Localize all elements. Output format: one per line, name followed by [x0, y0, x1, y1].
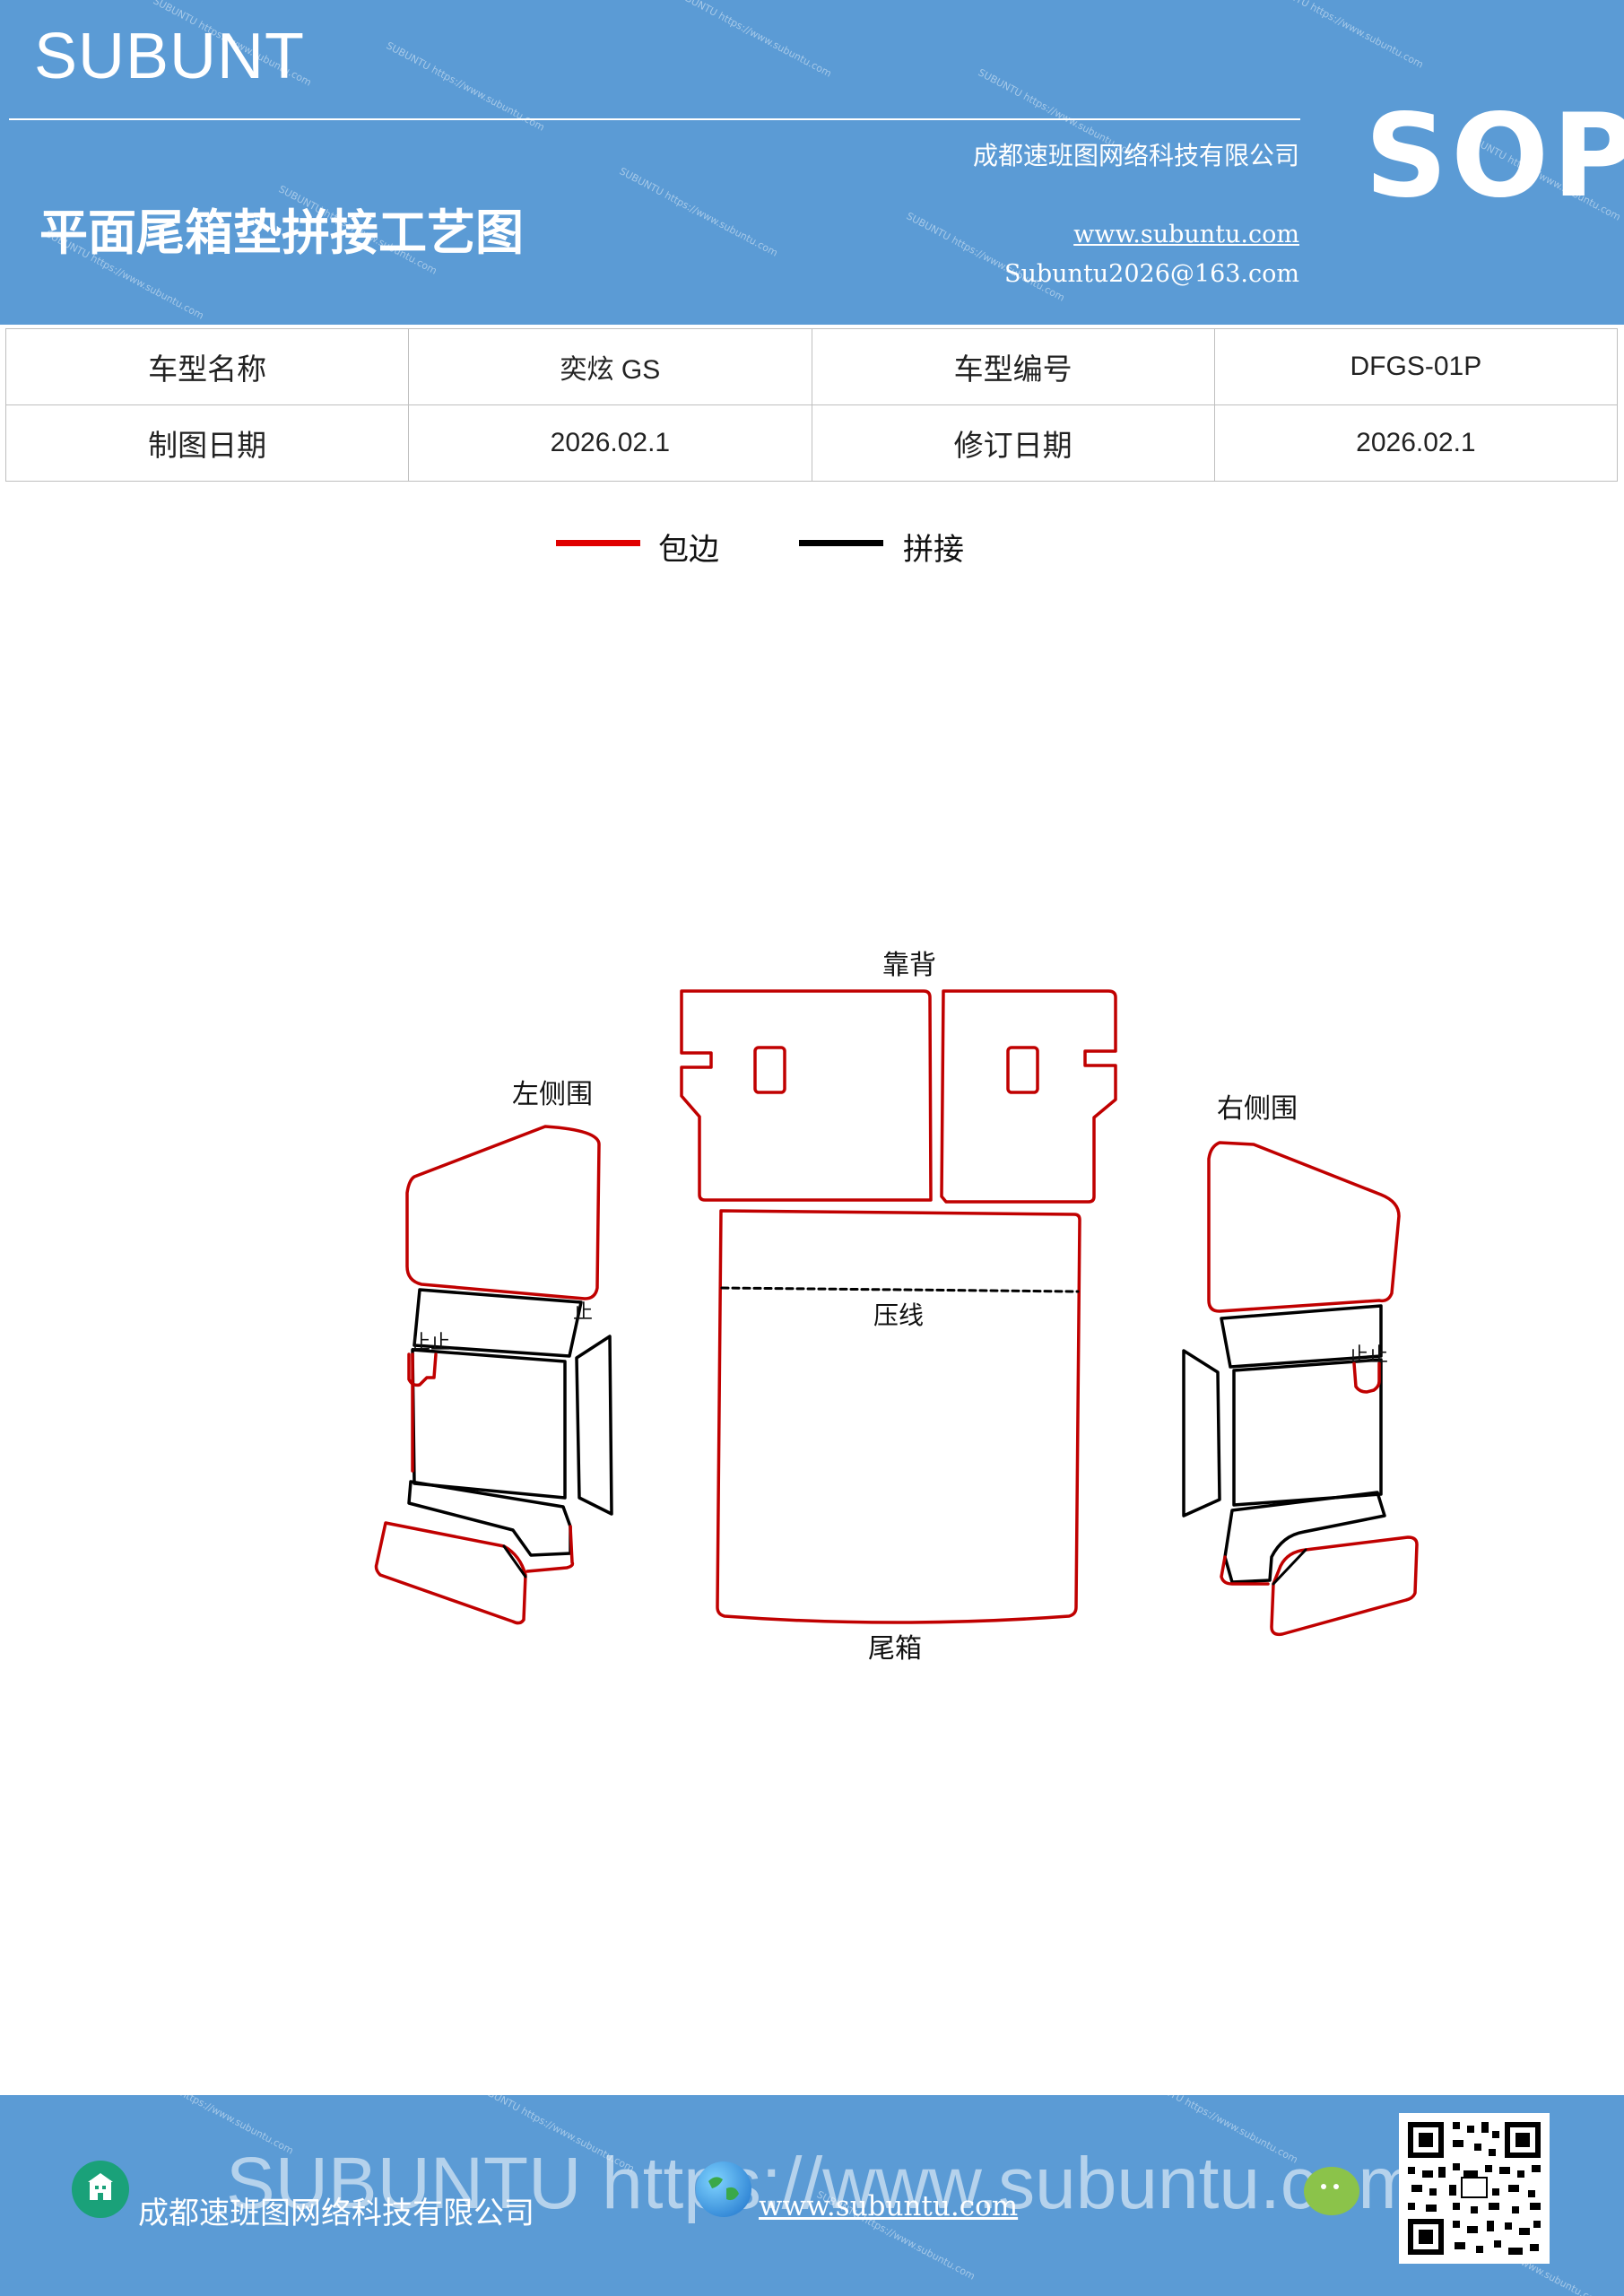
label-crease: 压线 [873, 1300, 924, 1330]
header-banner: SUBUNTU https://www.subuntu.com SUBUNTU … [0, 0, 1624, 325]
legend-swatch-seam [799, 540, 883, 546]
label-right-side: 右侧围 [1217, 1093, 1298, 1125]
table-row: 车型名称 奕炫 GS 车型编号 DFGS-01P [4, 328, 1619, 405]
right-side-tab [1352, 1361, 1381, 1394]
footer-company-name: 成都速班图网络科技有限公司 [138, 2196, 534, 2231]
left-side-lower-edge [525, 1525, 575, 1573]
email-address[interactable]: Subuntu2026@163.com [1004, 260, 1299, 288]
backrest-left-panel [680, 989, 933, 1202]
label-left-stop-a: 止 [573, 1301, 593, 1324]
footer-watermark: SUBUNTU https://www.subuntu.com [226, 2143, 1420, 2224]
backrest-right-panel [940, 989, 1117, 1204]
vehicle-info-table: 车型名称 奕炫 GS 车型编号 DFGS-01P 制图日期 2026.02.1 … [4, 328, 1619, 482]
legend-label-seam: 拼接 [903, 532, 964, 568]
trunk-panel [716, 1209, 1081, 1624]
legend: 包边 拼接 [0, 525, 1624, 570]
table-cell-label: 制图日期 [4, 404, 410, 482]
label-left-stop-b: 止止 [411, 1332, 450, 1354]
table-row: 制图日期 2026.02.1 修订日期 2026.02.1 [4, 404, 1619, 482]
left-side-lower-panel [407, 1480, 572, 1557]
left-side-strip-1 [413, 1288, 583, 1358]
left-side-bottom-seam [502, 1544, 527, 1578]
legend-label-binding: 包边 [658, 532, 719, 568]
right-side-lower-edge [1220, 1555, 1270, 1586]
right-side-middle-panel [1232, 1358, 1383, 1507]
right-side-bottom-panel [1270, 1535, 1419, 1637]
right-side-side-panel [1182, 1349, 1221, 1518]
building-icon [72, 2161, 129, 2218]
table-cell-value: DFGS-01P [1213, 328, 1619, 405]
label-right-stop: 止止 [1349, 1344, 1388, 1367]
label-trunk: 尾箱 [868, 1633, 922, 1665]
mat-layout-diagram: 靠背 压线 尾箱 左侧围 右侧围 止 止止 止止 [374, 950, 1419, 1665]
left-side-tab [407, 1352, 438, 1387]
legend-swatch-binding [556, 540, 640, 546]
footer-banner: SUBUNTU https://www.subuntu.com SUBUNTU … [0, 2095, 1624, 2296]
backrest-left-cutout [753, 1046, 786, 1094]
backrest-right-cutout [1006, 1046, 1039, 1094]
header-divider [9, 118, 1300, 120]
company-name: 成都速班图网络科技有限公司 [972, 141, 1299, 170]
table-cell-label: 车型名称 [4, 328, 410, 405]
sop-badge: SOP [1365, 90, 1624, 223]
qr-code-icon [1399, 2113, 1550, 2264]
table-cell-label: 车型编号 [811, 328, 1215, 405]
label-left-side: 左侧围 [512, 1079, 593, 1110]
crease-line [720, 1286, 1080, 1293]
website-link[interactable]: www.subuntu.com [1073, 221, 1299, 248]
wechat-icon [1304, 2167, 1359, 2215]
table-cell-value: 奕炫 GS [408, 328, 812, 405]
right-side-strip-1 [1220, 1304, 1383, 1369]
left-side-side-panel [575, 1335, 613, 1516]
brand-name: SUBUNT [34, 21, 306, 92]
table-cell-value: 2026.02.1 [408, 404, 812, 482]
table-cell-label: 修订日期 [811, 404, 1215, 482]
right-side-upper-panel [1207, 1141, 1401, 1313]
globe-icon [696, 2161, 751, 2217]
table-cell-value: 2026.02.1 [1213, 404, 1619, 482]
left-side-upper-panel [405, 1125, 601, 1300]
right-side-lower-panel [1223, 1491, 1386, 1584]
right-side-bottom-seam [1272, 1548, 1307, 1586]
label-backrest: 靠背 [882, 950, 936, 981]
left-side-bottom-panel [374, 1521, 527, 1625]
footer-website-link[interactable]: www.subuntu.com [759, 2190, 1019, 2222]
page-title: 平面尾箱垫拼接工艺图 [39, 204, 524, 261]
